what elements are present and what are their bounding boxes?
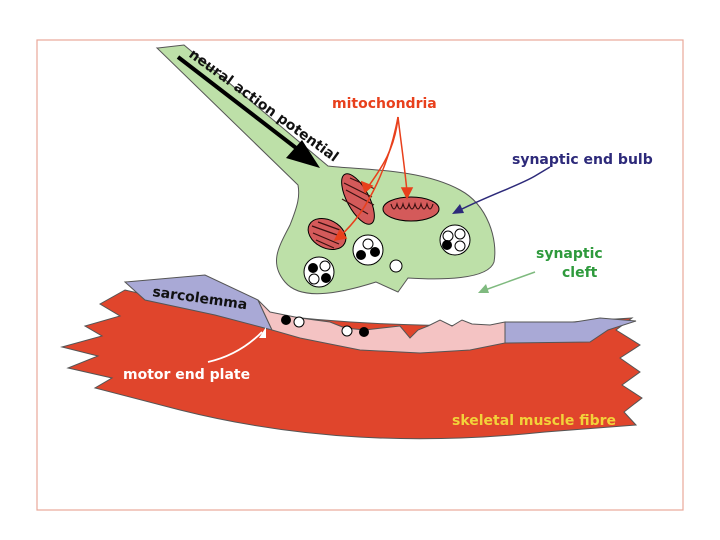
vesicle-single <box>389 259 403 273</box>
diagram-frame <box>36 39 684 511</box>
mitochondria-label: mitochondria <box>332 96 437 112</box>
end-plate-vesicles-left <box>281 315 305 328</box>
skeletal-muscle-fibre-label: skeletal muscle fibre <box>452 413 616 429</box>
mitochondrion-3 <box>307 217 347 251</box>
synaptic-end-bulb-pointer <box>452 166 551 214</box>
synaptic-cleft-pointer <box>478 271 536 293</box>
motor-end-plate-label: motor end plate <box>123 367 250 383</box>
action-potential-arrow-shaft <box>176 55 302 153</box>
synaptic-cleft-label-line1: synaptic <box>536 246 603 262</box>
action-potential-arrow-head <box>286 140 320 168</box>
end-plate-vesicles-middle <box>341 325 369 337</box>
synaptic-end-bulb-label: synaptic end bulb <box>512 152 653 168</box>
mitochondrion-2 <box>382 196 440 222</box>
vesicle-cluster-1 <box>303 256 335 288</box>
sarcolemma-right-shape <box>504 317 637 344</box>
mitochondrion-1 <box>341 173 376 225</box>
vesicle-cluster-2 <box>352 234 384 266</box>
mitochondria-pointer-arrows <box>333 116 414 242</box>
vesicle-cluster-3 <box>439 224 471 256</box>
motor-end-plate-shape <box>257 299 506 354</box>
synaptic-cleft-label-line2: cleft <box>562 265 598 281</box>
motor-end-plate-pointer <box>207 327 266 363</box>
